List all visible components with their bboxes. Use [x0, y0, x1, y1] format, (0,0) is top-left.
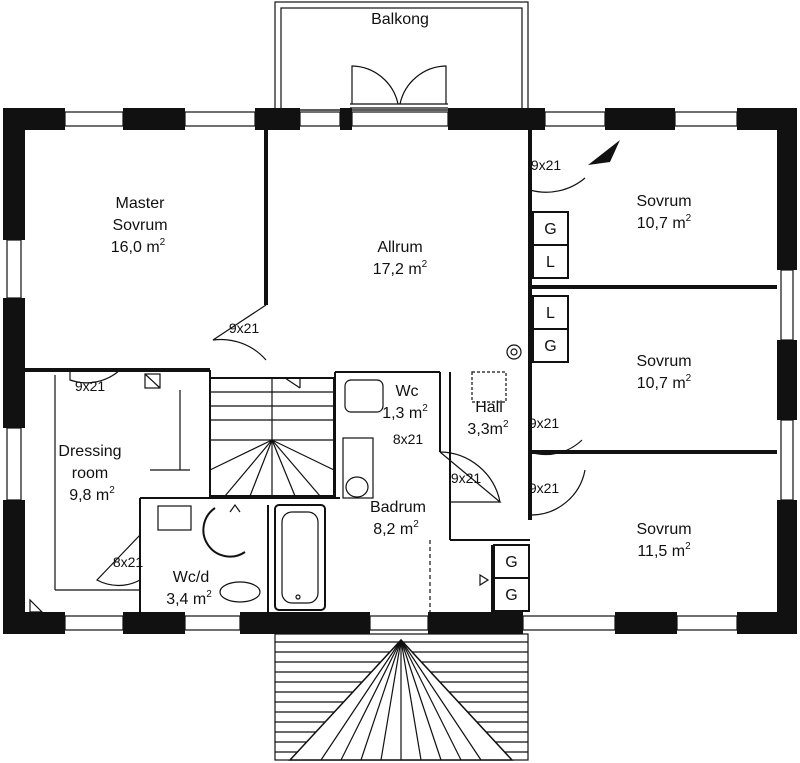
door-labels: 9x21 9x21 9x21 9x21 8x21 9x21 9x21 8x21	[75, 157, 562, 570]
sovrum2-label: Sovrum	[636, 353, 691, 370]
entrance-porch	[274, 633, 529, 761]
area-unit-power: 2	[686, 373, 692, 384]
badrum-area: 8,2 m2	[373, 519, 419, 538]
staircase	[209, 377, 335, 497]
door-label: 9x21	[529, 415, 560, 431]
area-unit-power: 2	[109, 485, 115, 496]
sovrum1-label: Sovrum	[636, 193, 691, 210]
area-value: 1,3 m	[382, 405, 422, 422]
area-unit-power: 2	[422, 403, 428, 414]
area-value: 3,3m	[467, 421, 503, 438]
closet-label: G	[505, 554, 517, 571]
closet-label: L	[546, 254, 555, 271]
door-label: 9x21	[531, 157, 562, 173]
area-value: 17,2 m	[373, 261, 422, 278]
exterior-walls	[3, 108, 797, 634]
door-label: 8x21	[113, 554, 144, 570]
sovrum3-area: 11,5 m2	[637, 541, 691, 560]
area-unit-power: 2	[160, 237, 166, 248]
door-label: 8x21	[393, 431, 424, 447]
area-value: 16,0 m	[111, 239, 160, 256]
area-value: 11,5 m	[637, 543, 685, 560]
area-unit-power: 2	[686, 213, 692, 224]
dressing-area: 9,8 m2	[69, 485, 115, 504]
area-unit-power: 2	[206, 589, 212, 600]
closet-label: L	[546, 305, 555, 322]
wcd-area: 3,4 m2	[166, 589, 212, 608]
sovrum1-area: 10,7 m2	[637, 213, 692, 232]
badrum-label: Badrum	[370, 499, 426, 516]
wc-area: 1,3 m2	[382, 403, 428, 422]
master-label-line1: Master	[116, 195, 166, 212]
door-label: 9x21	[229, 320, 260, 336]
room-labels: Balkong Master Sovrum 16,0 m2 Allrum 17,…	[58, 11, 691, 608]
closet-label: G	[544, 221, 556, 238]
area-value: 10,7 m	[637, 215, 686, 232]
area-unit-power: 2	[422, 259, 428, 270]
allrum-area: 17,2 m2	[373, 259, 428, 278]
area-value: 10,7 m	[637, 375, 686, 392]
hall-label: Hall	[475, 399, 503, 416]
closet-label: G	[505, 587, 517, 604]
area-value: 3,4 m	[166, 591, 206, 608]
sovrum3-label: Sovrum	[636, 521, 691, 538]
sovrum2-area: 10,7 m2	[637, 373, 692, 392]
wc-label: Wc	[395, 383, 418, 400]
door-label: 9x21	[451, 470, 482, 486]
master-label-line2: Sovrum	[112, 217, 167, 234]
balcony	[274, 1, 529, 111]
dressing-label-line2: room	[72, 465, 108, 482]
area-unit-power: 2	[503, 419, 509, 430]
allrum-label: Allrum	[377, 239, 422, 256]
area-unit-power: 2	[413, 519, 419, 530]
wcd-label: Wc/d	[173, 569, 209, 586]
dressing-label-line1: Dressing	[58, 443, 121, 460]
closet-label: G	[544, 338, 556, 355]
area-value: 9,8 m	[69, 487, 109, 504]
master-area: 16,0 m2	[111, 237, 166, 256]
fixtures	[29, 140, 620, 613]
area-value: 8,2 m	[373, 521, 413, 538]
hall-area: 3,3m2	[467, 419, 509, 438]
interior-walls	[25, 130, 777, 612]
balcony-label: Balkong	[371, 11, 429, 28]
area-unit-power: 2	[685, 541, 691, 552]
door-label: 9x21	[75, 378, 106, 394]
closets: G L L G G G	[493, 211, 569, 612]
door-label: 9x21	[529, 480, 560, 496]
door-swings	[69, 130, 586, 586]
